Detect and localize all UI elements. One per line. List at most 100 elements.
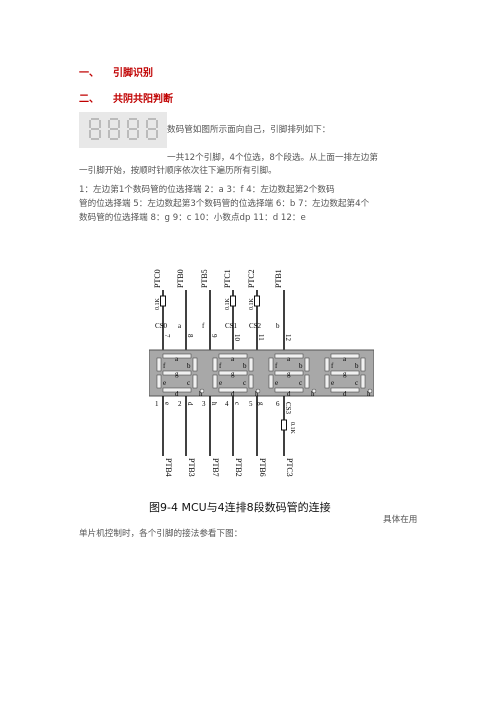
bottom-pin-number: 6 xyxy=(276,400,280,408)
segment-letter: a xyxy=(343,355,347,363)
segment-letter: a xyxy=(231,355,235,363)
decimal-point xyxy=(199,388,205,394)
bottom-pin-name: CS3 xyxy=(284,402,292,415)
resistor xyxy=(160,295,166,307)
resistor-label: 0.1K xyxy=(249,298,255,311)
bottom-pin-name: e xyxy=(163,402,171,405)
photo-segment xyxy=(108,120,110,128)
photo-segment xyxy=(108,130,110,138)
digit-segment xyxy=(360,357,366,372)
top-port-label: PTC0 xyxy=(153,269,162,288)
bottom-pin-name: h xyxy=(210,402,218,406)
photo-segment xyxy=(118,130,120,138)
figure-caption: 图9-4 MCU与4连排8段数码管的连接 xyxy=(149,501,331,514)
digit-segment xyxy=(248,357,254,372)
top-pin-number: 9 xyxy=(210,334,218,338)
heading-pin-identification: 一、 引脚识别 xyxy=(79,64,153,79)
segment-letter: c xyxy=(299,379,302,387)
segment-letter: g xyxy=(231,370,235,378)
top-port-label: PTB5 xyxy=(200,269,209,288)
para2-line3: 数码管的位选择端 8：g 9：c 10：小数点dp 11：d 12：e xyxy=(79,213,306,223)
bottom-port-label: PTB7 xyxy=(211,458,220,477)
digit-segment xyxy=(156,374,162,389)
top-pin-name: a xyxy=(178,322,182,330)
photo-segment xyxy=(156,120,158,128)
segment-letter: b xyxy=(187,362,191,370)
heading-text: 共阴共阳判断 xyxy=(113,94,173,105)
top-port-label: PTB1 xyxy=(274,269,283,288)
digit-segment xyxy=(192,374,198,389)
top-port-label: PTB0 xyxy=(176,269,185,288)
segment-letter: c xyxy=(355,379,358,387)
photo-segment xyxy=(146,130,148,138)
segment-letter: a xyxy=(287,355,291,363)
segment-letter: e xyxy=(275,379,278,387)
bottom-pin-number: 4 xyxy=(225,400,229,408)
para1-line2: 一共12个引脚，4个位选，8个段选。从上面一排左边第 xyxy=(167,153,378,163)
top-port-label: PTC2 xyxy=(247,269,256,288)
digit-segment xyxy=(268,374,274,389)
digit-segment xyxy=(324,374,330,389)
segment-letter: f xyxy=(331,362,334,370)
photo-segment xyxy=(148,138,156,140)
bottom-port-label: PTB6 xyxy=(258,458,267,477)
top-connections: PTC00.1KCS07PTB0a8PTB5f9PTC10.1KCS110PTC… xyxy=(153,269,292,350)
digit-segment xyxy=(274,387,304,393)
top-pin-name: CS1 xyxy=(225,322,238,330)
photo-segment xyxy=(148,118,156,120)
heading-number: 一、 xyxy=(79,68,99,79)
segment-letter: g xyxy=(287,370,291,378)
resistor xyxy=(254,295,260,307)
segment-letter: g xyxy=(175,370,179,378)
photo-segment xyxy=(129,128,137,130)
resistor-label: 0.1K xyxy=(225,298,231,311)
digit-segment xyxy=(192,357,198,372)
top-pin-number: 12 xyxy=(284,334,292,342)
photo-segment xyxy=(137,120,139,128)
digit-segment xyxy=(324,357,330,372)
bottom-port-label: PTB4 xyxy=(164,458,173,477)
top-pin-number: 11 xyxy=(257,334,265,341)
segment-letter: b xyxy=(243,362,247,370)
digit-segment xyxy=(156,357,162,372)
digit-segment xyxy=(162,387,192,393)
photo-segment xyxy=(99,130,101,138)
segment-letter: h xyxy=(367,390,371,398)
digit-segment xyxy=(218,353,248,359)
photo-segment xyxy=(127,130,129,138)
top-port-label: PTC1 xyxy=(223,269,232,288)
heading-common-cathode-anode: 二、共阴共阳判断 xyxy=(79,90,173,105)
digit-segment xyxy=(212,357,218,372)
segment-letter: e xyxy=(331,379,334,387)
segment-letter: d xyxy=(175,390,179,398)
digit-segment xyxy=(304,357,310,372)
segment-letter: d xyxy=(231,390,235,398)
photo-segment xyxy=(99,120,101,128)
photo-segment xyxy=(127,120,129,128)
photo-segment xyxy=(110,128,118,130)
segment-letter: h xyxy=(311,390,315,398)
digit-segment xyxy=(162,370,192,376)
bottom-port-label: PTB2 xyxy=(234,458,243,477)
photo-segment xyxy=(91,138,99,140)
photo-segment xyxy=(110,138,118,140)
photo-segment xyxy=(148,128,156,130)
top-pin-number: 10 xyxy=(233,334,241,342)
para2-line1: 1：左边第1个数码管的位选择端 2：a 3：f 4：左边数起第2个数码 xyxy=(79,185,335,195)
bottom-port-label: PTC3 xyxy=(285,458,294,477)
segment-letter: h xyxy=(199,390,203,398)
segment-letter: c xyxy=(187,379,190,387)
para1-line1: 数码管如图所示面向自己，引脚排列如下： xyxy=(167,125,331,135)
segment-letter: f xyxy=(163,362,166,370)
top-pin-name: CS2 xyxy=(249,322,262,330)
digit-segment xyxy=(212,374,218,389)
top-pin-name: f xyxy=(202,322,205,330)
decimal-point xyxy=(367,388,373,394)
resistor-label: 0.1K xyxy=(289,422,295,435)
digit-segment xyxy=(274,370,304,376)
digit-segment xyxy=(360,374,366,389)
bottom-pin-name: d xyxy=(186,402,194,406)
para3-line1: 具体在用 xyxy=(383,515,418,525)
heading-text: 引脚识别 xyxy=(113,68,153,79)
